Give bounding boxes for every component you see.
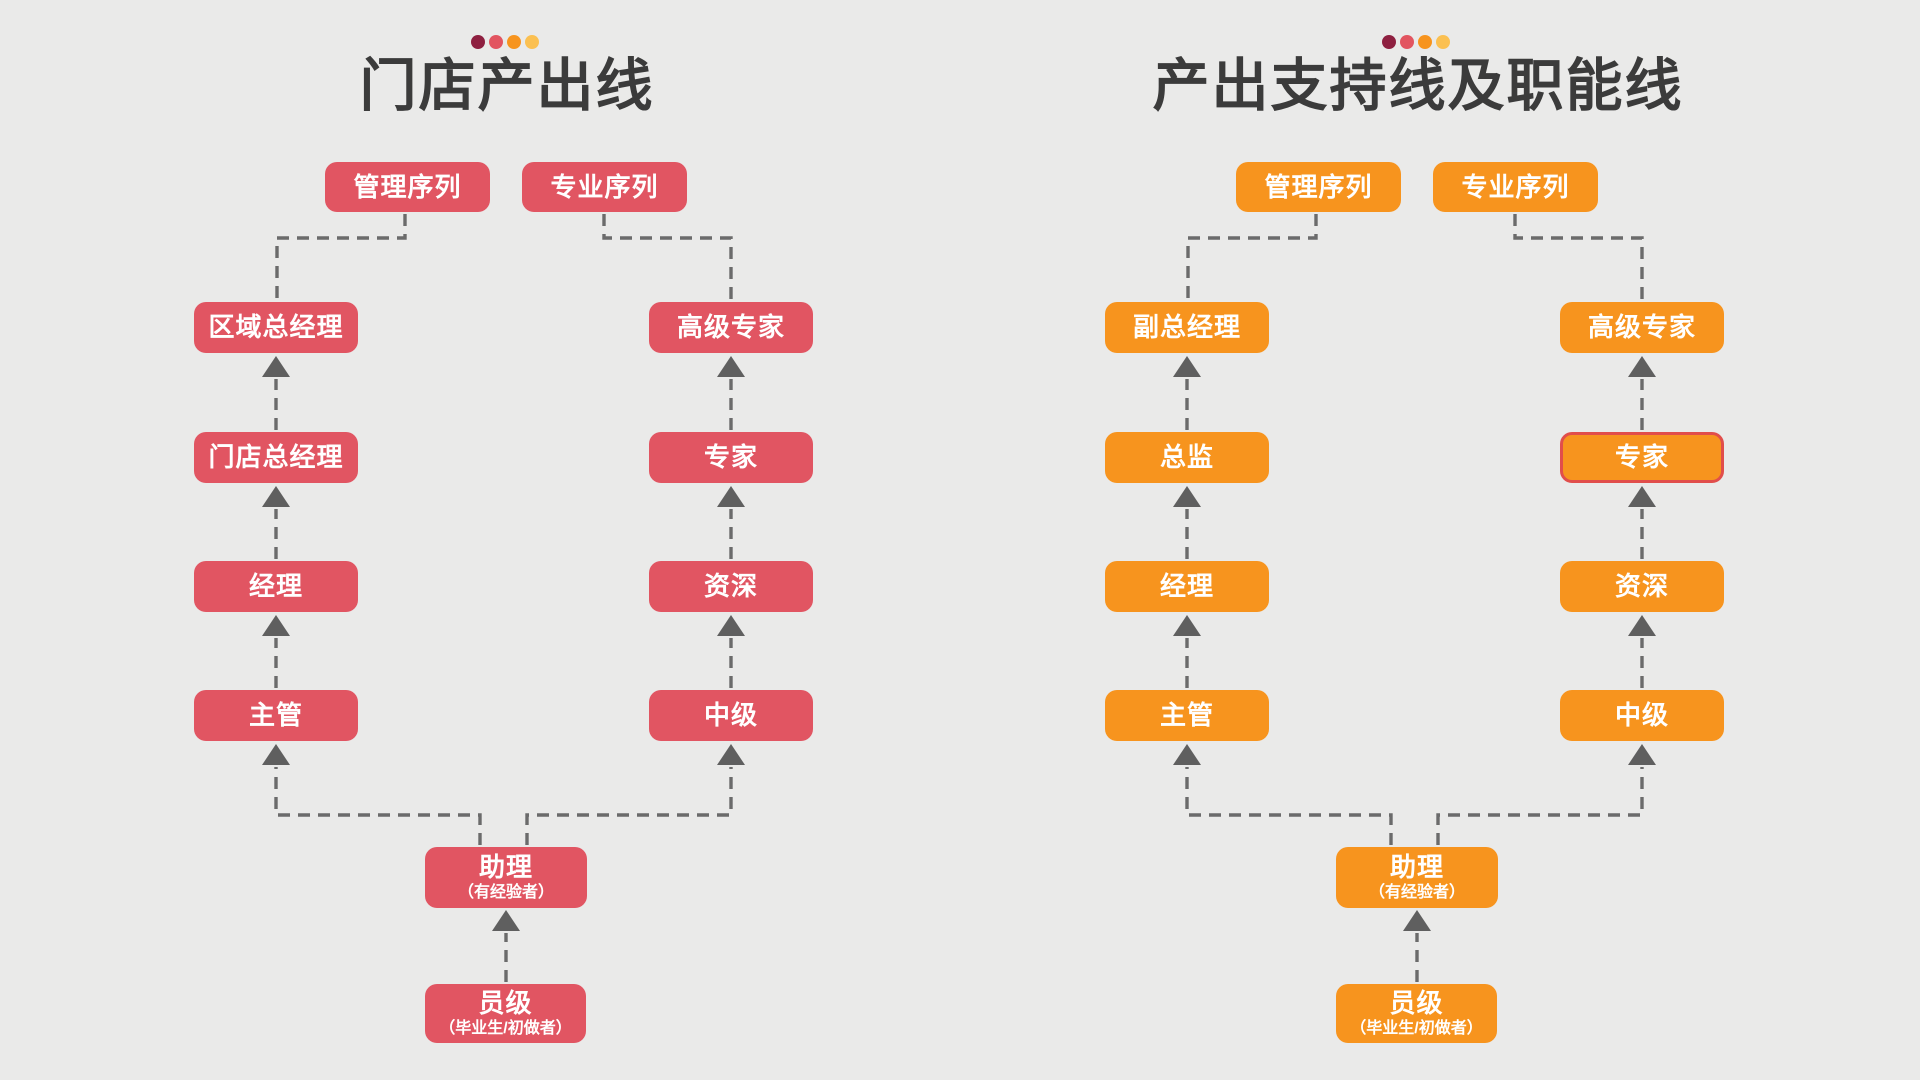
staff-note: （毕业生/初做者）: [439, 1020, 572, 1037]
dot-2: [489, 35, 503, 49]
box-prof-rank-1: 高级专家: [649, 302, 813, 353]
assistant-note: （有经验者）: [457, 884, 554, 901]
box-mgmt-rank-3: 经理: [194, 561, 358, 612]
box-mgmt-rank-1: 区域总经理: [194, 302, 358, 353]
staff-label: 员级: [478, 988, 533, 1019]
dot-4: [1436, 35, 1450, 49]
box-mgmt-rank-2: 门店总经理: [194, 432, 358, 483]
box-assistant: 助理 （有经验者）: [1336, 847, 1498, 908]
panel-title: 门店产出线: [359, 54, 655, 118]
box-prof-rank-2: 专家: [649, 432, 813, 483]
box-prof-rank-2-highlighted: 专家: [1560, 432, 1724, 483]
panel-store-output: 门店产出线 管理序列 专业序列 区域总经理 门店总经理 经理 主管 高级专家 专…: [0, 0, 900, 1080]
box-prof-rank-1: 高级专家: [1560, 302, 1724, 353]
dot-1: [471, 35, 485, 49]
box-prof-rank-3: 资深: [649, 561, 813, 612]
box-assistant: 助理 （有经验者）: [425, 847, 587, 908]
box-mgmt-rank-2: 总监: [1105, 432, 1269, 483]
box-mgmt-rank-4: 主管: [1105, 690, 1269, 741]
assistant-label: 助理: [1389, 852, 1444, 883]
box-mgmt-rank-3: 经理: [1105, 561, 1269, 612]
box-prof-rank-4: 中级: [649, 690, 813, 741]
staff-label: 员级: [1389, 988, 1444, 1019]
dot-3: [507, 35, 521, 49]
box-management-sequence: 管理序列: [1236, 162, 1401, 212]
box-staff: 员级 （毕业生/初做者）: [1336, 984, 1497, 1043]
panel-support-functional: 产出支持线及职能线 管理序列 专业序列 副总经理 总监 经理 主管 高级专家 专…: [911, 0, 1811, 1080]
staff-note: （毕业生/初做者）: [1350, 1020, 1483, 1037]
dot-2: [1400, 35, 1414, 49]
box-professional-sequence: 专业序列: [1433, 162, 1598, 212]
box-mgmt-rank-1: 副总经理: [1105, 302, 1269, 353]
title-dots: [1382, 35, 1450, 49]
dot-4: [525, 35, 539, 49]
dot-3: [1418, 35, 1432, 49]
box-prof-rank-3: 资深: [1560, 561, 1724, 612]
assistant-note: （有经验者）: [1368, 884, 1465, 901]
title-dots: [471, 35, 539, 49]
dot-1: [1382, 35, 1396, 49]
assistant-label: 助理: [478, 852, 533, 883]
box-professional-sequence: 专业序列: [522, 162, 687, 212]
box-staff: 员级 （毕业生/初做者）: [425, 984, 586, 1043]
box-management-sequence: 管理序列: [325, 162, 490, 212]
box-prof-rank-4: 中级: [1560, 690, 1724, 741]
panel-title: 产出支持线及职能线: [1152, 54, 1684, 118]
box-mgmt-rank-4: 主管: [194, 690, 358, 741]
